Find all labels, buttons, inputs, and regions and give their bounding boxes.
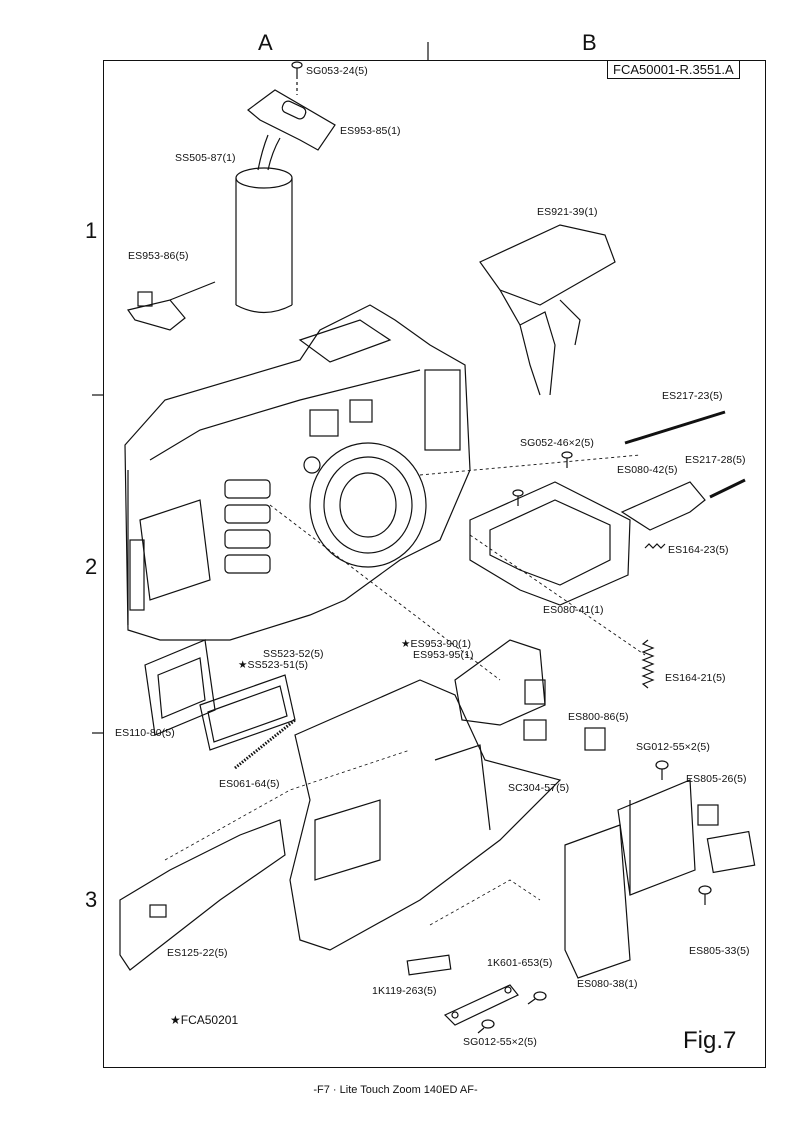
- connector-1k601: [443, 984, 519, 1026]
- ic-sc304: [523, 719, 547, 741]
- label-sg052-46: SG052-46×2(5): [520, 437, 594, 449]
- small-contact-board: [127, 281, 216, 331]
- label-es080-42: ES080-42(5): [617, 464, 678, 476]
- lever: [620, 481, 706, 531]
- document-id: FCA50001-R.3551.A: [607, 60, 740, 79]
- label-es921-39: ES921-39(1): [537, 206, 598, 218]
- spring-es164-23: [644, 543, 666, 549]
- shaft-es217-28: [709, 478, 746, 499]
- pcb-es125: [119, 819, 286, 971]
- pad-es805-26: [697, 804, 719, 826]
- row-1-label: 1: [85, 218, 98, 243]
- capacitor: [235, 134, 293, 314]
- label-es800-86: ES800-86(5): [568, 711, 629, 723]
- grip-cover: [564, 824, 631, 979]
- label-es953-95: ES953-95(1): [413, 649, 474, 661]
- label-es953-86: ES953-86(5): [128, 250, 189, 262]
- label-es953-85: ES953-85(1): [340, 125, 401, 137]
- label-es164-23: ES164-23(5): [668, 544, 729, 556]
- label-ss505-87: SS505-87(1): [175, 152, 236, 164]
- main-pcb: [289, 679, 562, 951]
- flash-bracket: [247, 89, 336, 151]
- pad-es800: [584, 727, 606, 751]
- screw-icon-sg012-right: [655, 760, 712, 905]
- shaft-es217-23: [624, 410, 726, 445]
- label-sc304-57: SC304-57(5): [508, 782, 570, 794]
- label-es125-22: ES125-22(5): [167, 947, 228, 959]
- label-es061-64: ES061-64(5): [219, 778, 280, 790]
- label-es217-23: ES217-23(5): [662, 390, 723, 402]
- label-sg012-55-right: SG012-55×2(5): [636, 741, 710, 753]
- screw-icon-sg052: [512, 451, 573, 506]
- viewfinder-cover: [479, 224, 616, 396]
- connector-1k119: [406, 954, 452, 976]
- screw-icon-top: [291, 61, 303, 76]
- column-b-label: B: [582, 30, 597, 55]
- label-1k119-263: 1K119-263(5): [372, 985, 437, 997]
- label-sg053-24: SG053-24(5): [306, 65, 368, 77]
- pressure-plate: [199, 674, 296, 751]
- label-es805-26: ES805-26(5): [686, 773, 747, 785]
- bottom-frame: [469, 481, 631, 606]
- lens: [309, 442, 427, 568]
- label-es953-90: ★ES953-90(1): [401, 638, 472, 650]
- label-ss523-52: SS523-52(5): [263, 648, 324, 660]
- label-es805-33: ES805-33(5): [689, 945, 750, 957]
- label-es080-38: ES080-38(1): [577, 978, 638, 990]
- label-es110-80: ES110-80(5): [115, 727, 175, 739]
- flex-board-es953: [454, 639, 546, 726]
- label-es217-28: ES217-28(5): [685, 454, 746, 466]
- label-sg012-55-bottom: SG012-55×2(5): [463, 1036, 537, 1048]
- camera-body: [124, 304, 471, 641]
- column-a-label: A: [258, 30, 273, 55]
- label-es080-41: ES080-41(1): [543, 604, 604, 616]
- spring-es164-21: [641, 639, 655, 689]
- pad-es805-33: [706, 830, 756, 874]
- label-es164-21: ES164-21(5): [665, 672, 726, 684]
- row-3-label: 3: [85, 887, 98, 912]
- screw-icon-sg012-bottom: [477, 991, 547, 1034]
- row-2-label: 2: [85, 554, 98, 579]
- label-ss523-51: ★SS523-51(5): [238, 659, 309, 671]
- label-1k601-653: 1K601-653(5): [487, 957, 553, 969]
- page-footer: -F7 · Lite Touch Zoom 140ED AF-: [313, 1084, 478, 1096]
- legend-note: ★FCA50201: [170, 1013, 239, 1027]
- toothed-strip: [234, 718, 296, 770]
- diagram-frame: [103, 60, 766, 1068]
- film-guide-es110: [144, 639, 216, 736]
- figure-label: Fig.7: [683, 1027, 737, 1054]
